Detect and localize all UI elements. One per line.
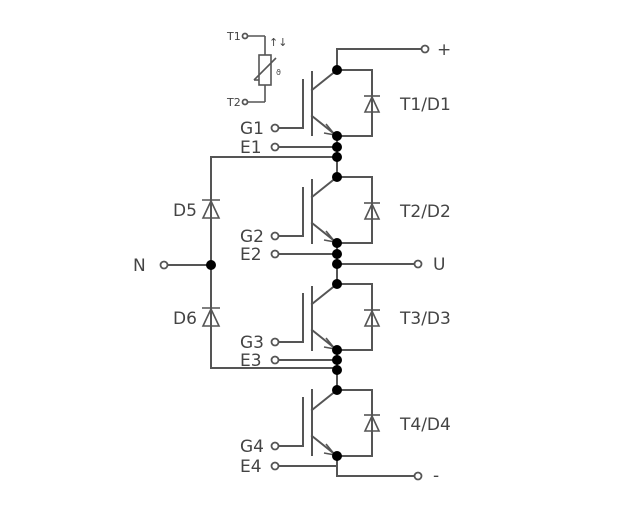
switch-t3: G3 E3 T3/D3	[240, 282, 451, 371]
t1-label: T1	[226, 30, 241, 43]
t2-label: T2	[226, 96, 241, 109]
junction-dot	[332, 131, 342, 141]
collector-lead	[310, 175, 339, 199]
junction-dot	[332, 385, 342, 395]
u-label: U	[433, 255, 445, 275]
junction-dot	[332, 172, 342, 182]
switch-t4: G4 E4 T4/D4	[240, 388, 451, 477]
junction-dot	[206, 260, 216, 270]
d6-diode-icon	[201, 307, 221, 327]
thermistor: T1 T2 ↑↓ ϑ	[226, 30, 287, 109]
freewheel-diode-icon	[363, 309, 381, 327]
e3-terminal	[270, 355, 280, 365]
t1-terminal	[241, 32, 249, 40]
t1-d1-label: T1/D1	[399, 95, 451, 115]
switch-t2: G2 E2 T2/D2	[240, 175, 451, 265]
junction-dots	[332, 65, 342, 461]
d6-label: D6	[173, 309, 197, 329]
junction-dot	[332, 65, 342, 75]
junction-dot	[332, 249, 342, 259]
u-terminal-group: U	[336, 255, 445, 275]
g3-terminal	[270, 337, 280, 347]
collector-lead	[310, 388, 339, 412]
d5-diode-icon	[201, 199, 221, 219]
switch-t1: G1 E1 T1/D1	[240, 68, 451, 158]
e3-label: E3	[240, 351, 262, 371]
freewheel-diode-icon	[363, 202, 381, 220]
collector-lead	[310, 282, 339, 306]
theta-icon: ϑ	[276, 68, 281, 77]
freewheel-diode-icon	[363, 414, 381, 432]
g2-terminal	[270, 231, 280, 241]
junction-dot	[332, 142, 342, 152]
minus-terminal-group: -	[336, 455, 439, 486]
g2-label: G2	[240, 227, 264, 247]
junction-dot	[332, 152, 342, 162]
collector-lead	[310, 68, 339, 92]
e4-label: E4	[240, 457, 262, 477]
e1-label: E1	[240, 138, 262, 158]
e4-terminal	[270, 461, 280, 471]
e2-terminal	[270, 249, 280, 259]
plus-terminal-group: +	[336, 40, 451, 71]
junction-dot	[332, 259, 342, 269]
ntc-arrows-icon: ↑↓	[269, 36, 287, 49]
n-label: N	[133, 256, 146, 276]
g3-label: G3	[240, 333, 264, 353]
plus-label: +	[437, 40, 451, 60]
plus-terminal	[420, 44, 430, 54]
junction-dot	[332, 238, 342, 248]
g1-label: G1	[240, 119, 264, 139]
d5-label: D5	[173, 201, 197, 221]
e2-label: E2	[240, 245, 262, 265]
freewheel-diode-icon	[363, 95, 381, 113]
e1-terminal	[270, 142, 280, 152]
minus-terminal	[413, 471, 423, 481]
t4-d4-label: T4/D4	[399, 415, 451, 435]
g1-terminal	[270, 123, 280, 133]
u-terminal	[413, 259, 423, 269]
thermistor-slash	[253, 57, 277, 81]
g4-terminal	[270, 441, 280, 451]
g4-label: G4	[240, 437, 264, 457]
t2-terminal	[241, 98, 249, 106]
n-terminal	[159, 260, 169, 270]
t3-d3-label: T3/D3	[399, 309, 451, 329]
junction-dot	[332, 365, 342, 375]
minus-label: -	[433, 466, 439, 486]
junction-dot	[332, 451, 342, 461]
junction-dot	[332, 345, 342, 355]
junction-dot	[332, 355, 342, 365]
junction-dot	[332, 279, 342, 289]
t2-d2-label: T2/D2	[399, 202, 451, 222]
clamp-diodes: D5 D6 N	[133, 156, 338, 369]
